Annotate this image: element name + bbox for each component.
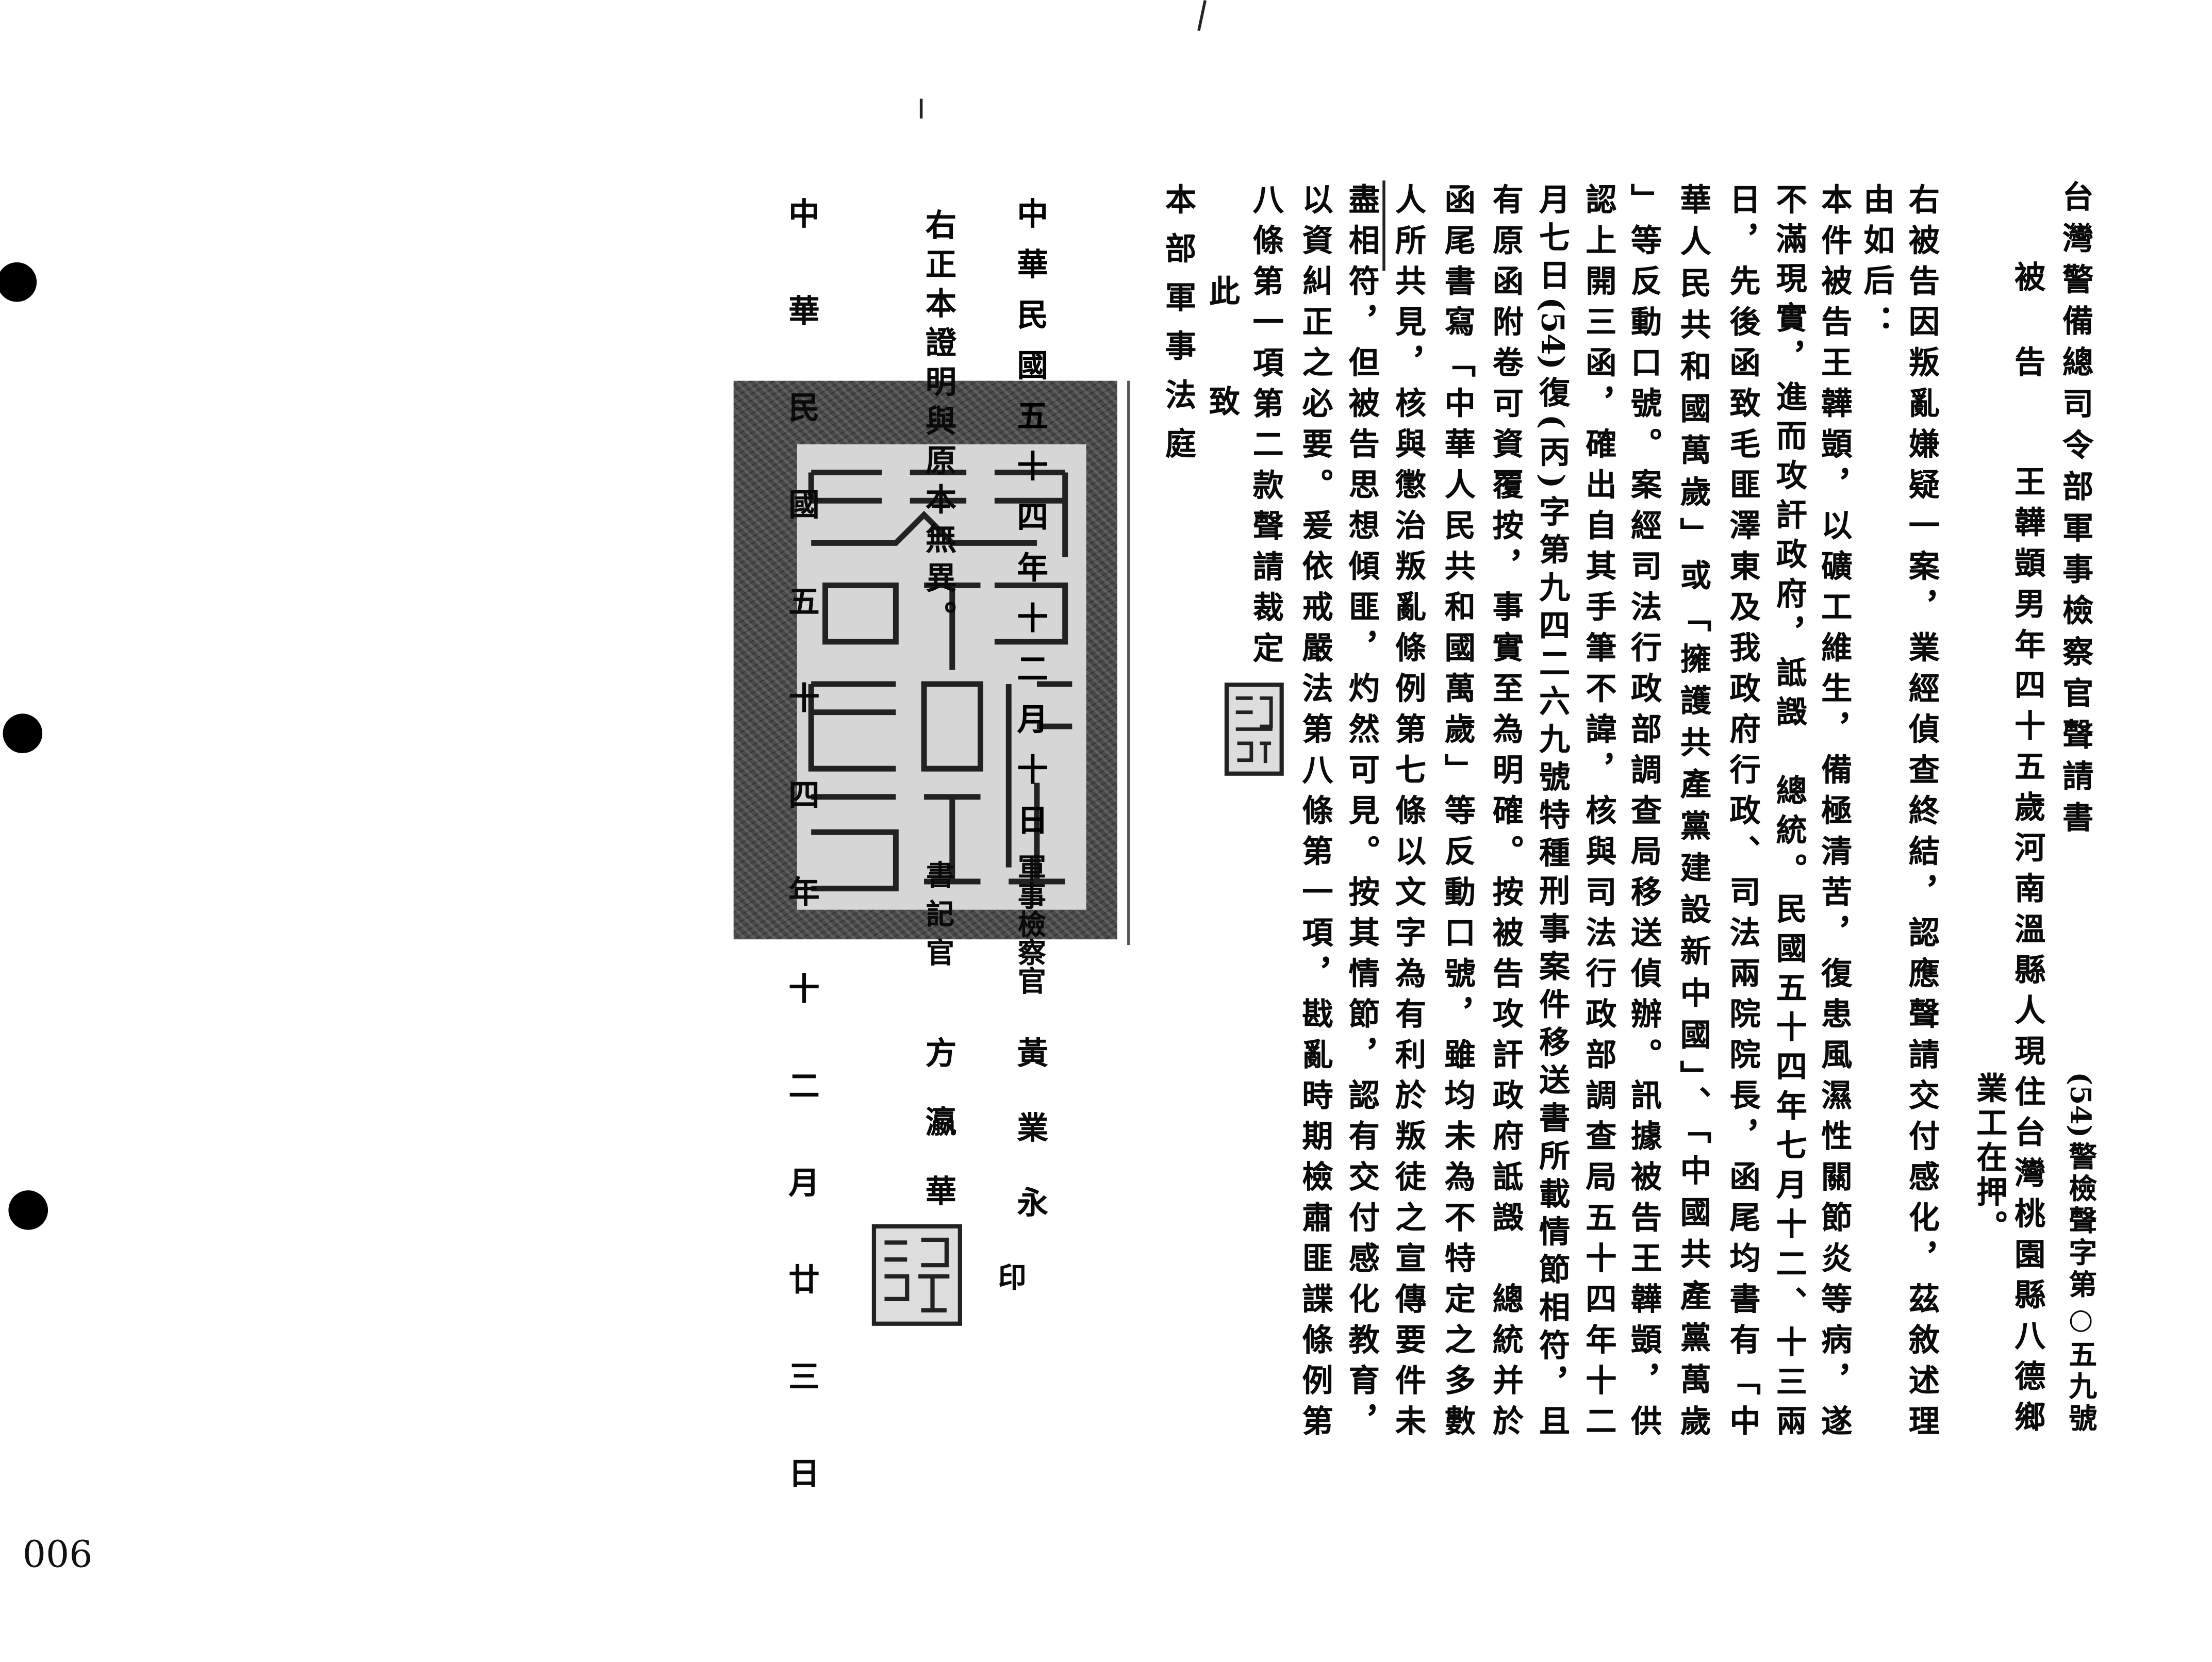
body-column: 」等反動口號。案經司法行政部調查局移送偵辦。訊據被告王韡顗，供 (1625, 183, 1662, 1436)
body-column: 盡相符，但被告思想傾匪，灼然可見。按其情節，認有交付感化教育， (1343, 183, 1380, 1436)
scan-line (1127, 380, 1130, 945)
body-column: 有原函附卷可資覆按，事實至為明確。按被告攻訐政府詆譭 總統并於 (1487, 183, 1524, 1436)
official-seal-stamp (733, 380, 1117, 940)
certification-statement: 右正本證明與原本無異。 (919, 208, 957, 632)
body-column: 認上開三函，確出自其手筆不諱，核與司法行政部調查局五十四年十二 (1580, 183, 1617, 1436)
prosecutor-seal (1224, 683, 1284, 776)
body-column: 八條第一項第二款聲請裁定 (1247, 183, 1284, 663)
body-column: 本件被告王韡顗，以礦工維生，備極清苦，復患風濕性關節炎等病，遂 (1815, 183, 1853, 1436)
body-column: 華人民共和國萬歲」或「擁護共產黨建設新中國」、「中國共產黨萬歲 (1674, 183, 1711, 1436)
prosecutor-name: 黃業永 (1011, 1036, 1048, 1218)
addressee: 本部軍事法庭 (1159, 183, 1197, 459)
clerk-name: 方瀛華 (919, 1036, 957, 1206)
page-number: 006 (22, 1534, 93, 1577)
body-column: 日，先後函致毛匪澤東及我政府行政、司法兩院院長，函尾均書有「中 (1724, 183, 1761, 1436)
document-title: 台灣警備總司令部軍事檢察官聲請書 (2057, 180, 2094, 833)
punch-hole (0, 262, 37, 302)
defendant-occupation: 業工在押。 (1971, 1072, 2008, 1241)
clerk-title: 書記官 (921, 860, 955, 967)
body-column: 月七日(54)復(丙)字第九四二六九號特種刑事案件移送書所載情節相符，且 (1533, 183, 1571, 1436)
pen-mark (919, 98, 923, 119)
closing-salutation: 此致 (1203, 275, 1240, 417)
margin-line (1382, 180, 1385, 271)
prosecutor-title: 軍事檢察官 (1013, 853, 1047, 994)
body-column: 人所共見，核與懲治叛亂條例第七條以文字為有利於叛徒之宣傳要件未 (1389, 183, 1427, 1436)
punch-hole (8, 1190, 48, 1230)
seal-script-glyphs (808, 470, 1072, 892)
punch-hole (3, 713, 43, 754)
seal-inner-field (797, 444, 1086, 910)
pen-mark (1197, 0, 1207, 31)
body-column: 不滿現實，進而攻訐政府，詆譭 總統。民國五十四年七月十二、十三兩 (1770, 183, 1807, 1436)
body-column: 右被告因叛亂嫌疑一案，業經偵查終結，認應聲請交付感化，茲敘述理 (1903, 183, 1940, 1436)
body-column: 以資糾正之必要。爰依戒嚴法第八條第一項，戡亂時期檢肅匪諜條例第 (1296, 183, 1333, 1436)
clerk-seal (871, 1224, 962, 1326)
defendant-info: 王韡顗男年四十五歲河南溫縣人現住台灣桃園縣八德鄉 (2009, 465, 2046, 1432)
body-column: 函尾書寫「中華人民共和國萬歲」等反動口號，雖均未為不特定之多數 (1439, 183, 1476, 1436)
filing-date: 中華民國五十四年十二月十日 (1011, 197, 1048, 835)
body-column: 由如后： (1858, 183, 1895, 336)
seal-mark: 印 (993, 1262, 1027, 1291)
defendant-label: 被告 (2009, 261, 2046, 377)
certification-date: 中華民國五十四年十二月廿三日 (783, 197, 820, 1488)
case-number: (54)警檢聲字第○五九號 (2064, 1072, 2098, 1432)
